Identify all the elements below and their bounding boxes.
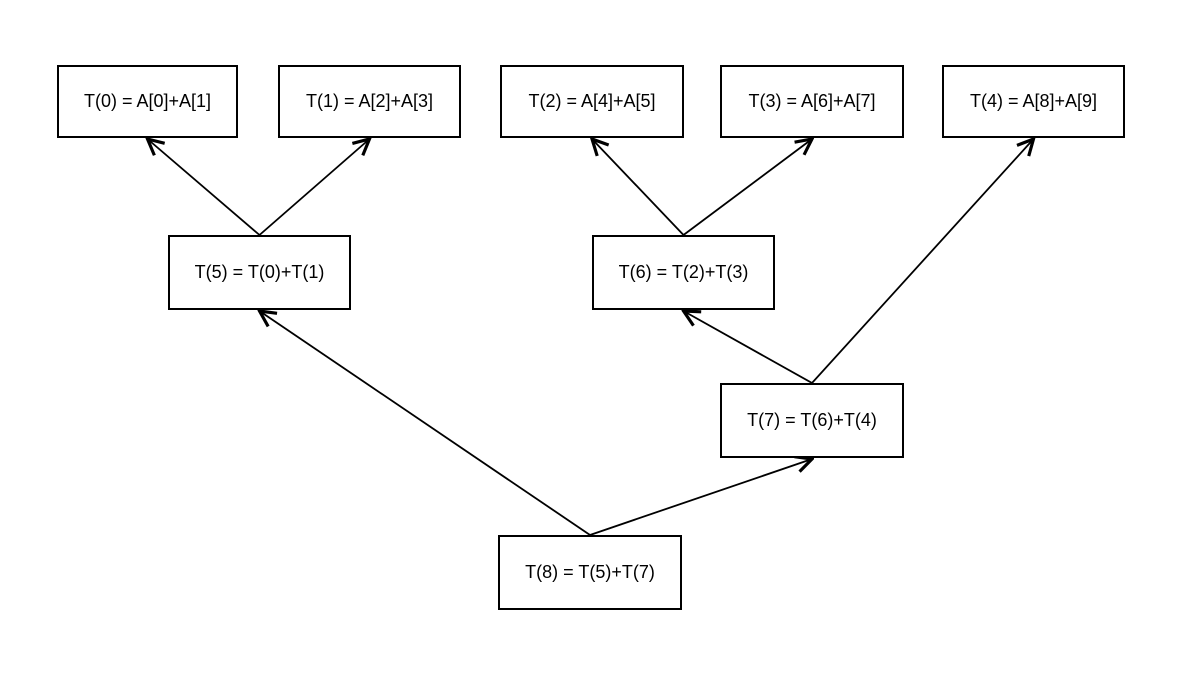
edge-t5-to-t0 bbox=[148, 139, 261, 236]
node-t2: T(2) = A[4]+A[5] bbox=[500, 65, 684, 138]
node-t0: T(0) = A[0]+A[1] bbox=[57, 65, 238, 138]
node-t3: T(3) = A[6]+A[7] bbox=[720, 65, 904, 138]
node-t7-label: T(7) = T(6)+T(4) bbox=[747, 410, 877, 430]
edge-t7-to-t6 bbox=[684, 311, 813, 384]
node-t6: T(6) = T(2)+T(3) bbox=[592, 235, 775, 310]
node-t8: T(8) = T(5)+T(7) bbox=[498, 535, 682, 610]
node-t5: T(5) = T(0)+T(1) bbox=[168, 235, 351, 310]
node-t1: T(1) = A[2]+A[3] bbox=[278, 65, 461, 138]
node-t7: T(7) = T(6)+T(4) bbox=[720, 383, 904, 458]
edge-t6-to-t2 bbox=[592, 139, 685, 236]
node-t3-label: T(3) = A[6]+A[7] bbox=[748, 91, 876, 111]
node-t4: T(4) = A[8]+A[9] bbox=[942, 65, 1125, 138]
node-t0-label: T(0) = A[0]+A[1] bbox=[83, 91, 212, 111]
node-t5-label: T(5) = T(0)+T(1) bbox=[194, 262, 325, 282]
node-t2-label: T(2) = A[4]+A[5] bbox=[528, 91, 656, 111]
node-t8-label: T(8) = T(5)+T(7) bbox=[525, 562, 655, 582]
edge-t7-to-t4 bbox=[811, 139, 1034, 384]
node-t6-label: T(6) = T(2)+T(3) bbox=[618, 262, 749, 282]
edge-t8-to-t7 bbox=[589, 459, 812, 536]
edge-t6-to-t3 bbox=[682, 139, 813, 236]
edge-t8-to-t5 bbox=[260, 311, 591, 536]
node-t1-label: T(1) = A[2]+A[3] bbox=[305, 91, 434, 111]
edge-t5-to-t1 bbox=[258, 139, 370, 236]
node-t4-label: T(4) = A[8]+A[9] bbox=[969, 91, 1098, 111]
